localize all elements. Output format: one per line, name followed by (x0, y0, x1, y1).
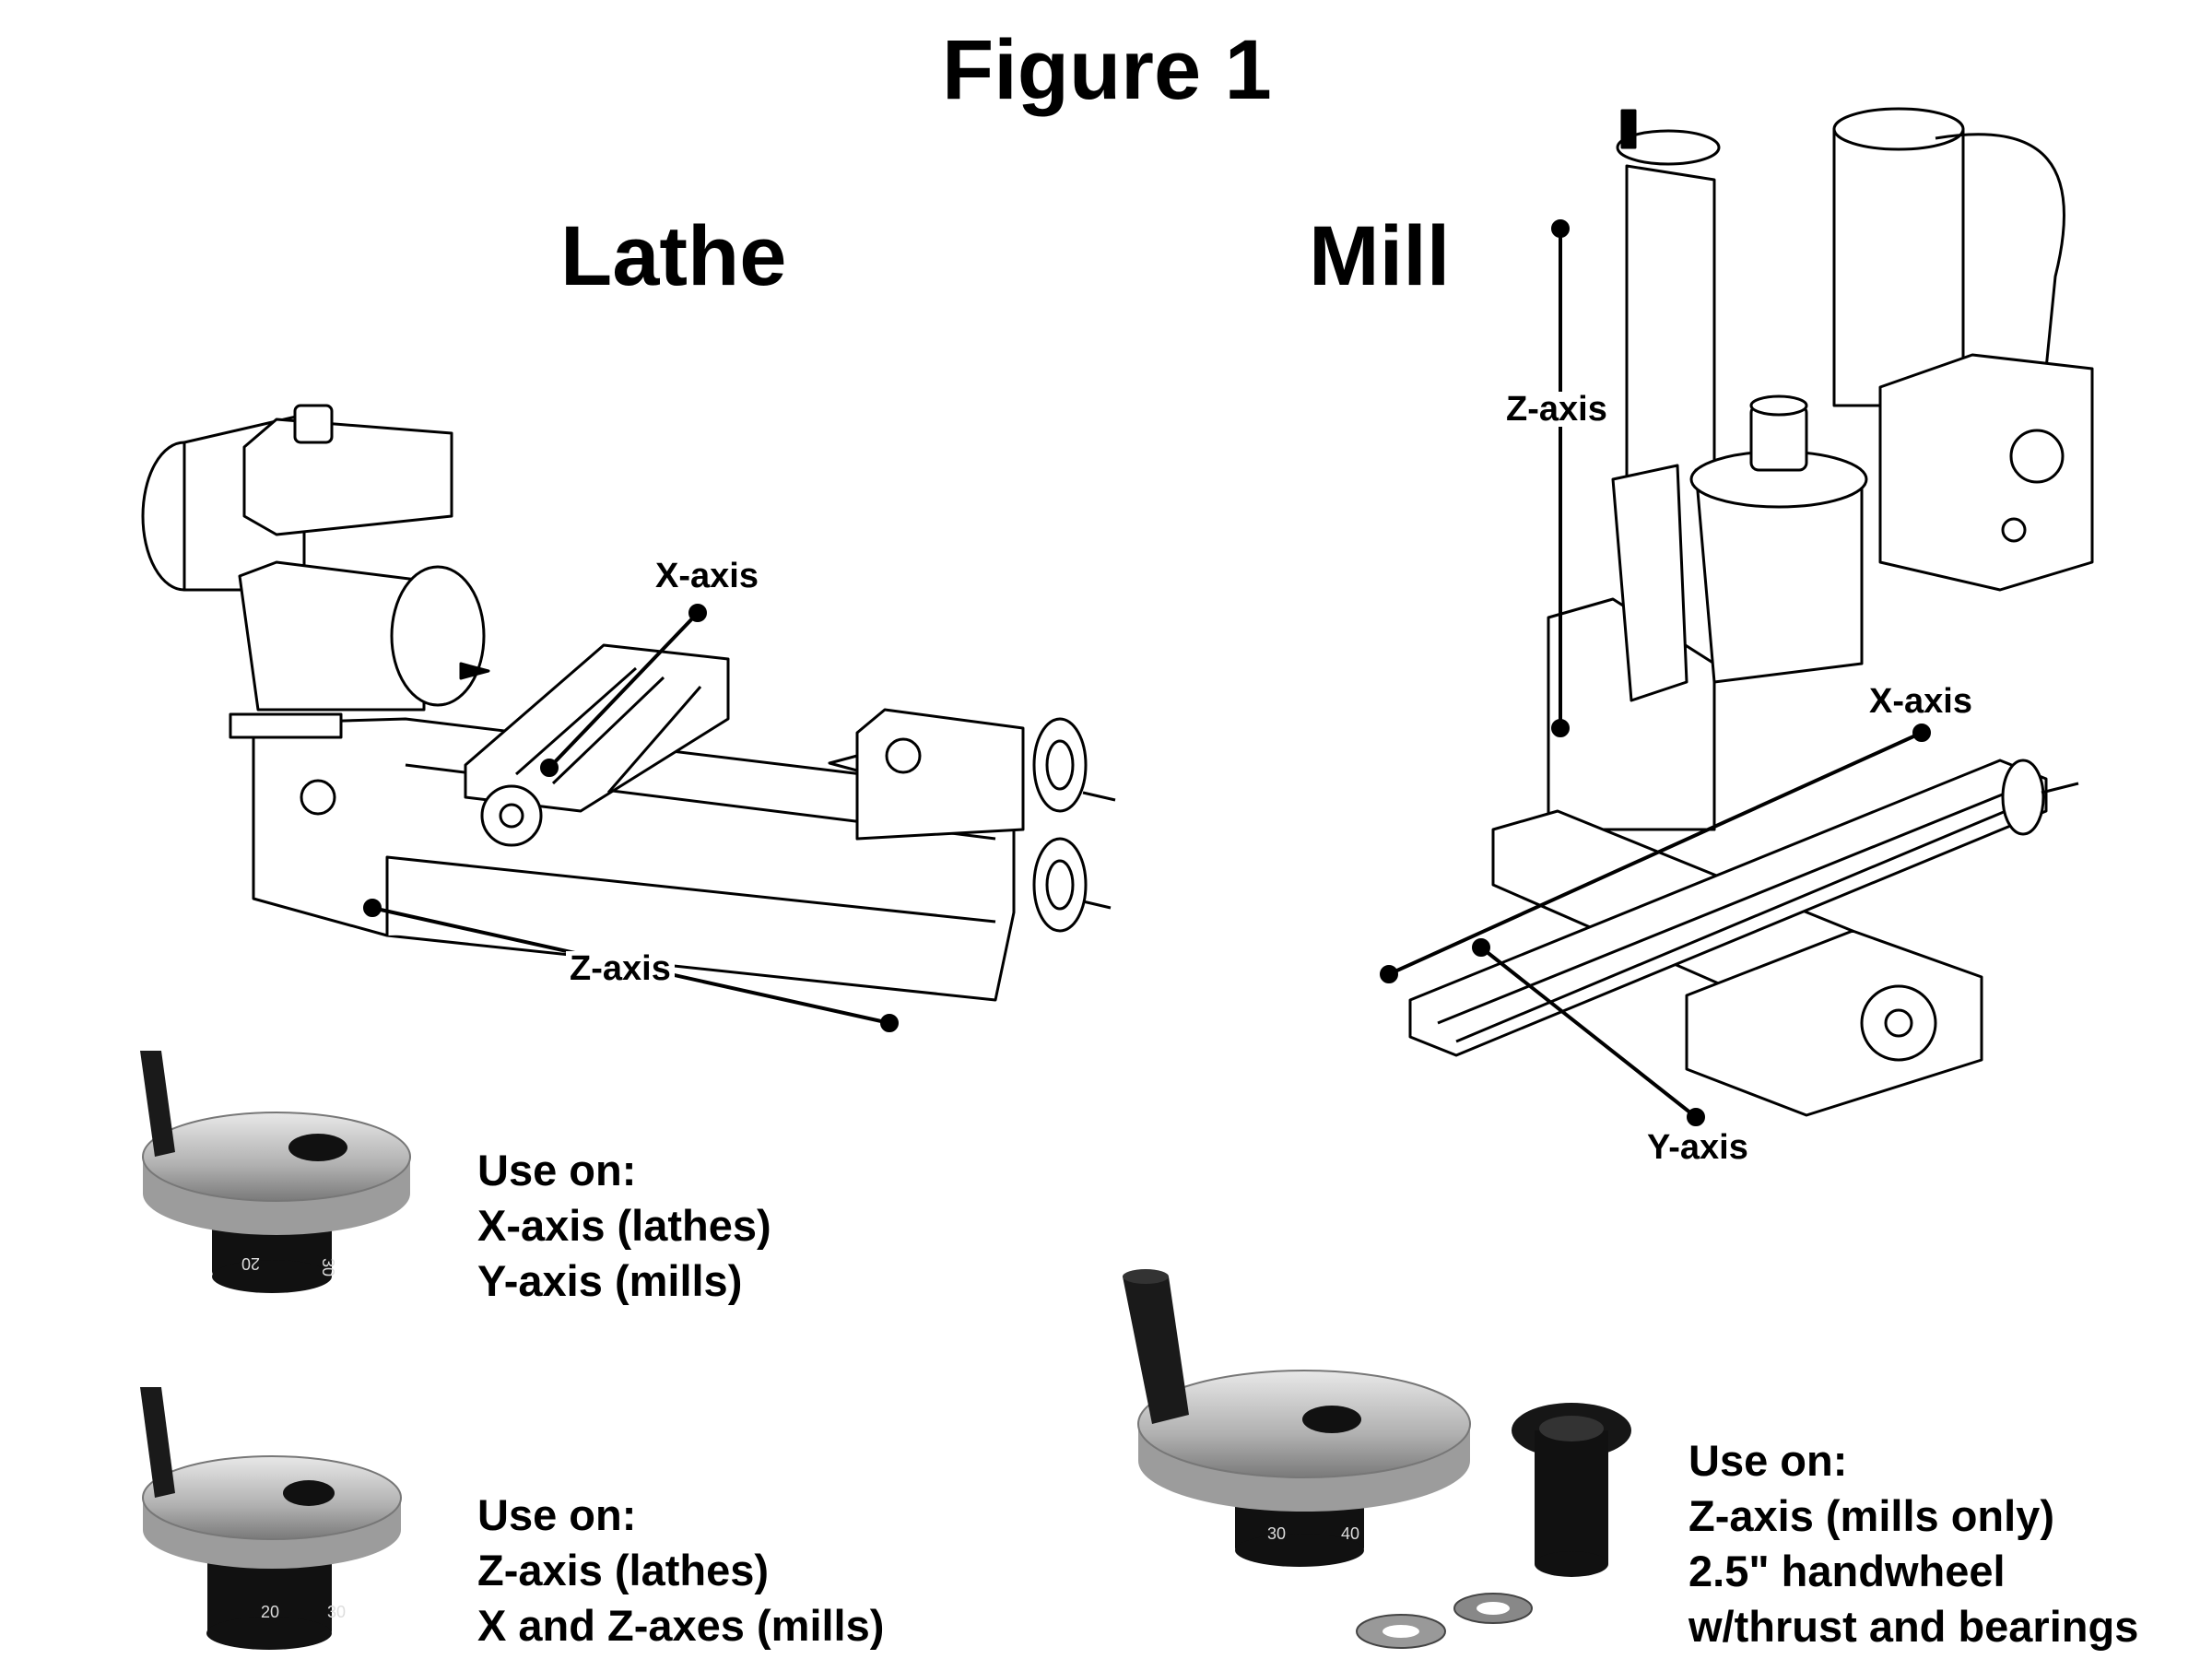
handwheel-2-dial-mark-30: 30 (327, 1603, 346, 1621)
handwheel-2-usage-line: X and Z-axes (mills) (477, 1601, 885, 1650)
lathe-x-axis-leader (547, 611, 700, 770)
handwheel-1-usage: Use on: X-axis (lathes) Y-axis (mills) (477, 1143, 771, 1309)
mill-heading: Mill (1309, 209, 1451, 303)
mill-y-axis-label: Y-axis (1643, 1130, 1752, 1165)
mill-control-box (1878, 353, 2094, 592)
handwheel-1-dial-mark-20: 20 (241, 1254, 260, 1273)
handwheel-2-usage-line: Z-axis (lathes) (477, 1546, 770, 1594)
handwheel-2-usage: Use on: Z-axis (lathes) X and Z-axes (mi… (477, 1488, 884, 1653)
handwheel-1-usage-heading: Use on: (477, 1146, 637, 1194)
lathe-headstock-top (242, 418, 453, 536)
handwheel-1-dial-mark-30: 30 (319, 1258, 337, 1277)
mill-head-bracket (1611, 464, 1688, 702)
mill-table (1408, 759, 2048, 1057)
handwheel-3-usage: Use on: Z-axis (mills only) 2.5" handwhe… (1688, 1433, 2138, 1654)
handwheel-2-dial-mark-20: 20 (261, 1603, 279, 1621)
handwheel-3-dial-mark-40: 40 (1341, 1524, 1359, 1543)
mill-y-axis-leader (1479, 946, 1698, 1119)
handwheel-3-usage-line: w/thrust and bearings (1688, 1602, 2139, 1651)
figure-title: Figure 1 (942, 23, 1272, 117)
handwheel-1-image: 20 30 (140, 1051, 411, 1293)
handwheel-3-image: 30 40 (1123, 1269, 1631, 1649)
lathe-z-axis-label: Z-axis (566, 951, 675, 986)
mill-z-axis-label: Z-axis (1502, 392, 1611, 427)
mill-z-handwheel (1616, 129, 1721, 166)
handwheel-2-usage-heading: Use on: (477, 1490, 637, 1539)
mill-x-axis-label: X-axis (1865, 684, 1976, 719)
handwheel-1-usage-line: X-axis (lathes) (477, 1201, 771, 1250)
lathe-cross-slide (464, 643, 730, 813)
handwheel-3-usage-line: Z-axis (mills only) (1688, 1491, 2054, 1540)
lathe-x-axis-label: X-axis (652, 559, 762, 594)
handwheel-3-dial-mark-30: 30 (1267, 1524, 1286, 1543)
handwheel-3-usage-heading: Use on: (1688, 1436, 1848, 1485)
mill-x-handwheel (2001, 759, 2045, 836)
handwheel-1-usage-line: Y-axis (mills) (477, 1256, 743, 1305)
handwheel-3-usage-line: 2.5" handwheel (1688, 1547, 2006, 1595)
mill-x-axis-leader (1388, 731, 1923, 976)
lathe-heading: Lathe (560, 209, 787, 303)
handwheel-2-image: 20 30 (140, 1387, 402, 1650)
